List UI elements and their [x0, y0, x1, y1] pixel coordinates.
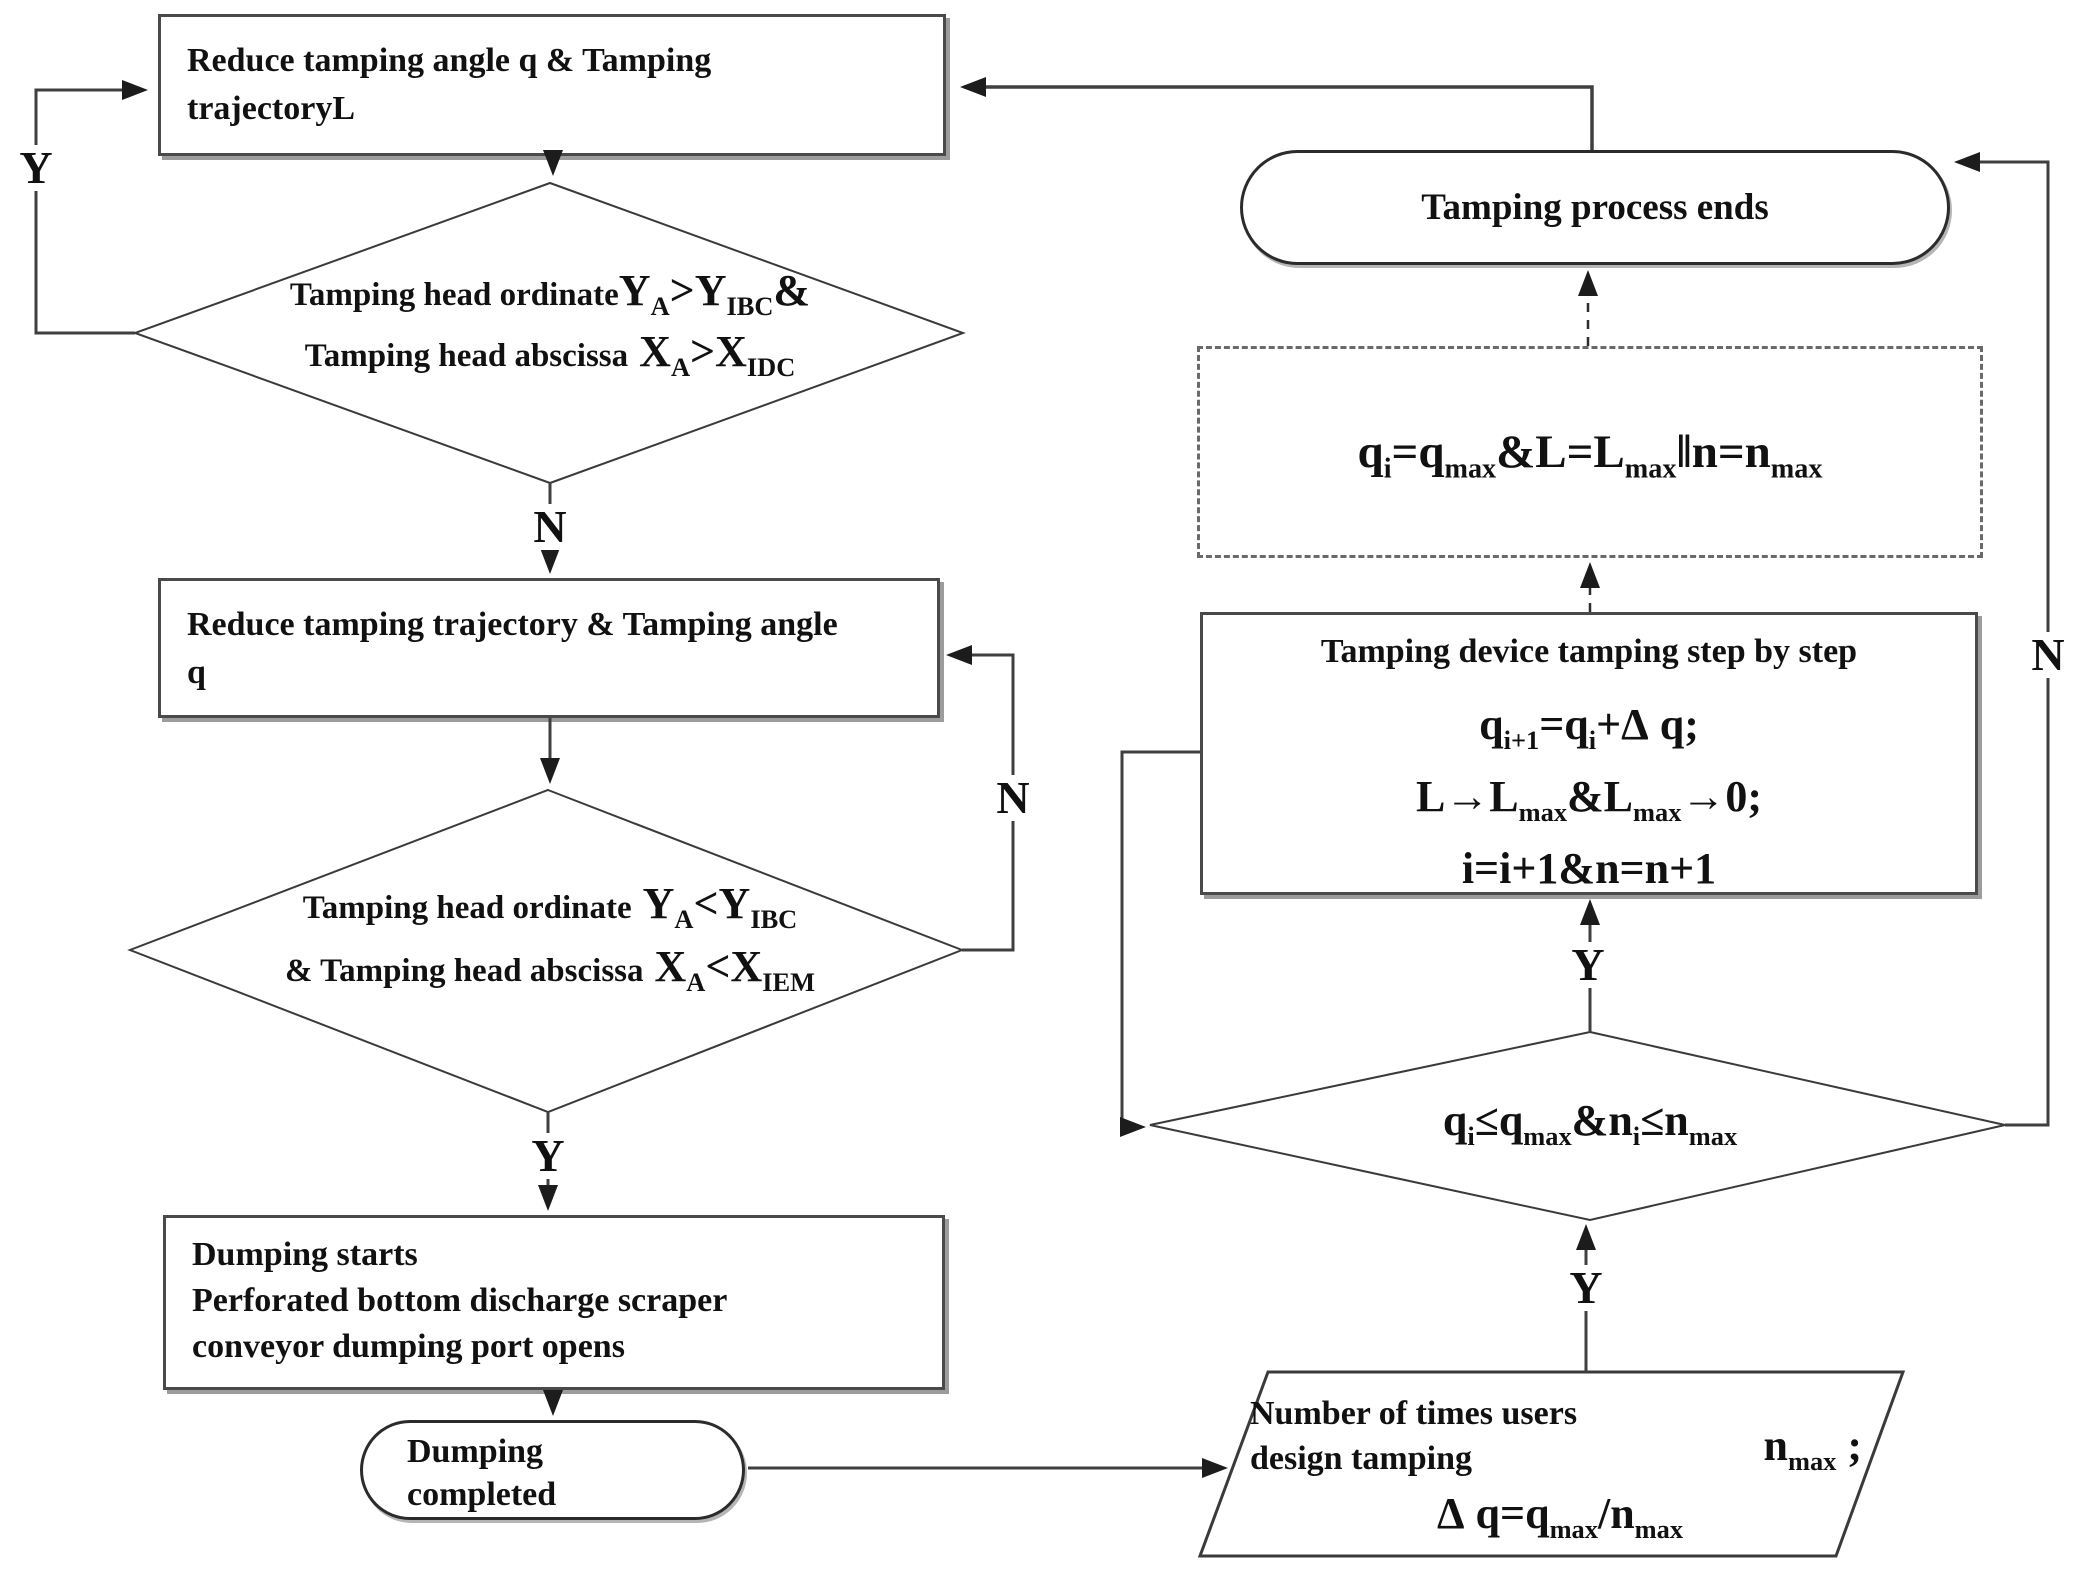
tamping-process-ends-terminal: Tamping process ends — [1240, 150, 1950, 265]
diamond-label: Tamping head ordinate — [289, 277, 619, 313]
tamping-step-eq3: i=i+1&n=n+1 — [1461, 843, 1717, 893]
end-condition-formula: qi=qmax&L=Lmax‖n=nmax — [1357, 426, 1823, 485]
design-tamping-text: Number of times users design tamping nma… — [1250, 1392, 1870, 1544]
tamping-step-box: Tamping device tamping step by step qi+1… — [1200, 612, 1978, 895]
diamond-formula: YA>YIBC& — [618, 266, 811, 321]
reduce-angle-text: Reduce tamping angle q & Tamping traject… — [161, 17, 943, 134]
diamond-label: & Tamping head abscissa — [284, 953, 644, 989]
edge-label-yes-left: Y — [10, 145, 62, 191]
check-lower-bounds-text: Tamping head ordinate YA<YIBC & Tamping … — [170, 878, 930, 997]
diamond-formula: XA>XIDC — [628, 327, 796, 382]
edge-label-no-right: N — [2022, 632, 2074, 678]
diamond-formula: qi≤qmax&ni≤nmax — [1442, 1096, 1738, 1151]
reduce-angle-box: Reduce tamping angle q & Tamping traject… — [158, 14, 946, 156]
box-line: conveyor dumping port opens — [192, 1327, 625, 1365]
reduce-trajectory-text: Reduce tamping trajectory & Tamping angl… — [161, 581, 937, 698]
box-line: trajectoryL — [187, 90, 356, 128]
diamond-label: Tamping head ordinate — [302, 890, 632, 926]
dumping-completed-terminal: Dumping completed — [360, 1420, 745, 1520]
edge-label-no-upper: N — [524, 504, 576, 550]
tamping-step-eq2: L→Lmax&Lmax→0; — [1415, 771, 1763, 827]
terminal-line: Dumping — [407, 1433, 544, 1470]
edge-diamond1-yes-loop — [34, 80, 148, 335]
diamond-label: Tamping head abscissa — [304, 338, 629, 374]
reduce-trajectory-box: Reduce tamping trajectory & Tamping angl… — [158, 578, 940, 718]
edge-terminal2-top-to-box1 — [960, 77, 1594, 150]
box-line: Dumping starts — [192, 1236, 418, 1273]
box-line: Reduce tamping angle q & Tamping — [187, 42, 712, 79]
edge-label-yes-design: Y — [1560, 1265, 1612, 1311]
tamping-step-title: Tamping device tamping step by step — [1320, 633, 1858, 670]
terminal-line: completed — [407, 1475, 557, 1513]
box-line: q — [187, 654, 206, 692]
tamping-step-eq1: qi+1=qi+Δ q; — [1479, 700, 1699, 755]
diamond-formula: XA<XIEM — [643, 942, 816, 997]
edge-label-yes-lower: Y — [522, 1133, 574, 1179]
diamond-formula: YA<YIBC — [631, 879, 798, 934]
box-line: Reduce tamping trajectory & Tamping angl… — [187, 606, 838, 643]
end-condition-dashed-box: qi=qmax&L=Lmax‖n=nmax — [1197, 346, 1983, 558]
edge-label-no-mid: N — [987, 775, 1039, 821]
edge-box4-loop-to-diamond3 — [1120, 750, 1200, 1137]
tamping-step-text: Tamping device tamping step by step qi+1… — [1203, 615, 1975, 900]
box-line: Perforated bottom discharge scraper — [192, 1281, 728, 1319]
dumping-starts-box: Dumping starts Perforated bottom dischar… — [163, 1215, 945, 1390]
dumping-starts-text: Dumping starts Perforated bottom dischar… — [166, 1218, 942, 1370]
tamping-process-ends-text: Tamping process ends — [1421, 187, 1769, 228]
step-check-text: qi≤qmax&ni≤nmax — [1250, 1095, 1930, 1151]
delta-q-formula: Δ q=qmax/nmax — [1436, 1488, 1684, 1544]
nmax-formula: nmax ; — [1763, 1421, 1862, 1476]
edge-label-yes-step: Y — [1562, 942, 1614, 988]
dumping-completed-text: Dumping completed — [363, 1423, 742, 1516]
